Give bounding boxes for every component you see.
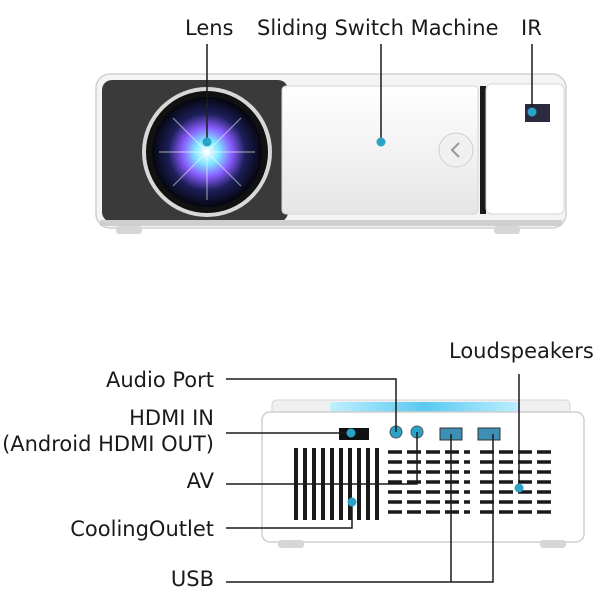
projector-front-view bbox=[95, 73, 567, 234]
front-foot-right bbox=[494, 226, 520, 234]
label-lens: Lens bbox=[185, 16, 234, 40]
label-loudspeakers: Loudspeakers bbox=[449, 339, 594, 363]
projector-rear-view bbox=[261, 399, 585, 548]
lens-flare-icon bbox=[159, 104, 255, 200]
rear-foot-left bbox=[278, 540, 304, 548]
label-android-hdmi-out: (Android HDMI OUT) bbox=[2, 432, 214, 456]
label-sliding-switch-machine: Sliding Switch Machine bbox=[257, 16, 499, 40]
slide-button bbox=[438, 132, 474, 168]
label-usb: USB bbox=[170, 567, 214, 591]
label-av: AV bbox=[186, 469, 214, 493]
front-divider bbox=[480, 86, 486, 214]
label-cooling-outlet: CoolingOutlet bbox=[70, 517, 214, 541]
sliding-switch-panel bbox=[281, 85, 479, 215]
front-foot-left bbox=[116, 226, 142, 234]
front-bottom-edge bbox=[100, 220, 562, 226]
hdmi-callout-dot bbox=[346, 428, 356, 438]
ir-section bbox=[485, 83, 565, 215]
label-ir: IR bbox=[521, 16, 542, 40]
cooling-outlet-callout-dot bbox=[347, 497, 357, 507]
rear-foot-right bbox=[540, 540, 566, 548]
rear-glow-strip bbox=[330, 402, 520, 414]
sliding-switch-callout-dot bbox=[376, 137, 386, 147]
bottom-leader-lines bbox=[226, 374, 520, 583]
loudspeakers-callout-dot bbox=[514, 483, 524, 493]
label-audio-port: Audio Port bbox=[106, 368, 214, 392]
top-leader-lines bbox=[206, 44, 533, 141]
label-hdmi-in: HDMI IN bbox=[129, 406, 214, 430]
lens-callout-dot bbox=[202, 137, 212, 147]
ir-callout-dot bbox=[527, 107, 537, 117]
usb-port-2 bbox=[477, 427, 501, 441]
chevron-left-icon bbox=[450, 142, 460, 158]
